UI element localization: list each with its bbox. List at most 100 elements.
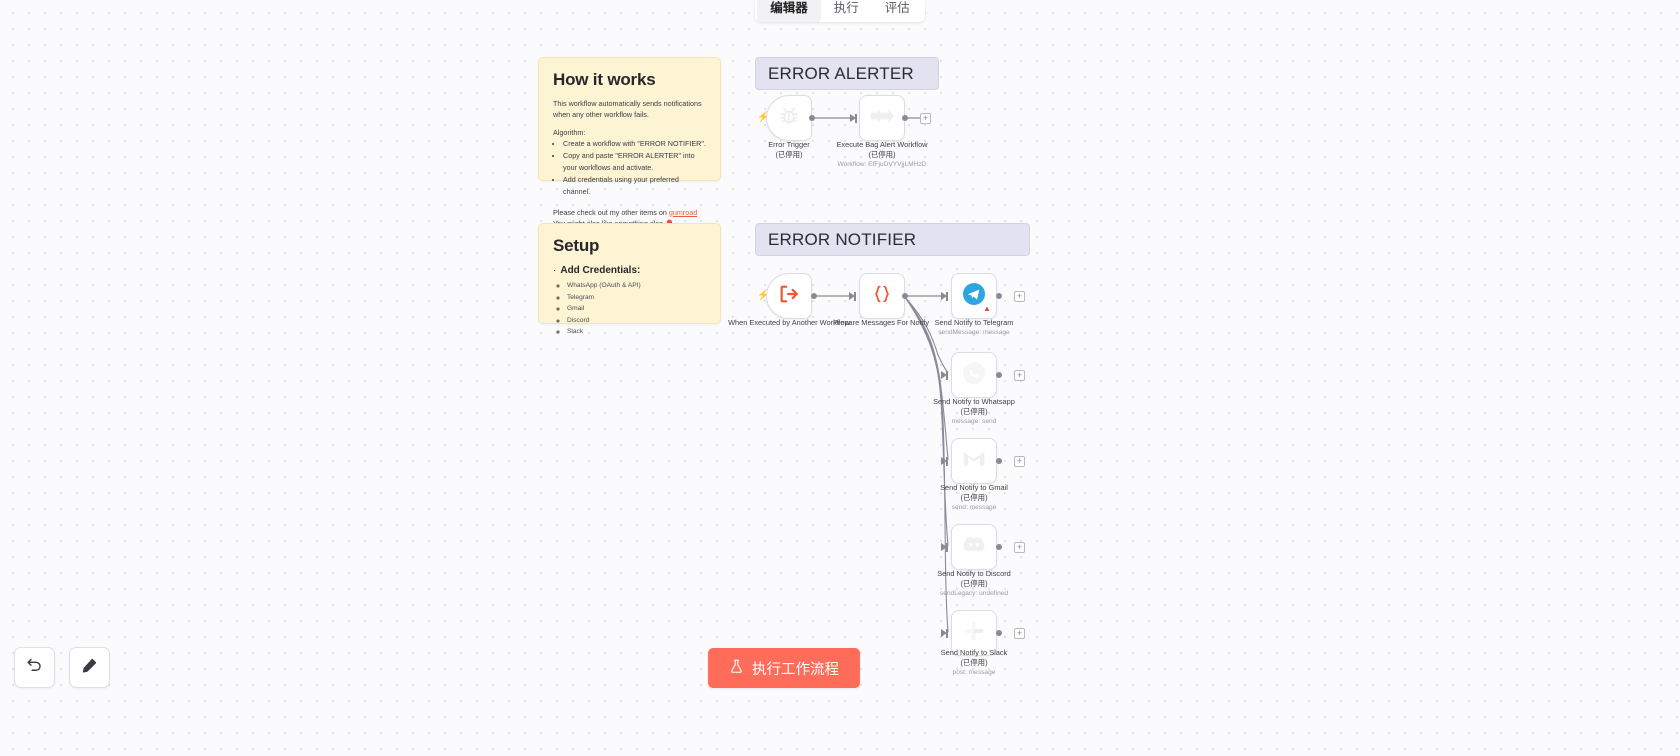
bullet-dot: · — [553, 265, 557, 276]
node-label-when-executed: When Executed by Another Workflow — [724, 318, 854, 328]
list-item: Create a workflow with "ERROR NOTIFIER". — [563, 138, 706, 150]
top-tab-bar: 编辑器 执行 评估 — [0, 0, 1680, 22]
input-bar — [855, 114, 857, 123]
node-label-error-trigger: Error Trigger (已停用) — [724, 140, 854, 160]
node-meta: sendLegacy: undefined — [939, 589, 1009, 597]
execute-in-icon — [778, 283, 800, 310]
section-title: ERROR ALERTER — [768, 63, 914, 83]
input-bar — [946, 292, 948, 301]
tab-group: 编辑器 执行 评估 — [755, 0, 925, 22]
list-item: Gmail — [567, 303, 706, 315]
node-meta: post: message — [952, 668, 996, 676]
list-item: Discord — [567, 315, 706, 327]
add-credentials-heading: Add Credentials: — [560, 265, 641, 276]
tab-editor[interactable]: 编辑器 — [757, 0, 821, 22]
algorithm-steps: Create a workflow with "ERROR NOTIFIER".… — [563, 138, 706, 197]
flask-icon — [729, 659, 744, 678]
output-port[interactable] — [996, 372, 1002, 378]
node-title: Send Notify to Telegram — [934, 318, 1014, 327]
note-setup[interactable]: Setup · Add Credentials: WhatsApp (OAuth… — [538, 223, 721, 335]
input-arrow — [941, 543, 947, 551]
node-meta: send: message — [951, 503, 997, 511]
input-arrow — [941, 629, 947, 637]
tidy-up-button[interactable] — [69, 647, 110, 688]
note-intro: This workflow automatically sends notifi… — [553, 99, 702, 119]
execute-workflow-icon — [870, 106, 894, 131]
tab-evaluations[interactable]: 评估 — [884, 1, 910, 15]
node-execute-bag-alert-workflow[interactable] — [859, 95, 905, 141]
gumroad-link[interactable]: gumroad — [668, 207, 698, 217]
undo-button[interactable] — [14, 647, 55, 688]
algorithm-label: Algorithm: — [553, 127, 586, 137]
output-port[interactable] — [996, 293, 1002, 299]
note-how-it-works[interactable]: How it works This workflow automatically… — [538, 57, 721, 228]
node-send-notify-to-gmail[interactable] — [951, 438, 997, 484]
output-port[interactable] — [996, 544, 1002, 550]
node-state: (已停用) — [960, 406, 988, 416]
node-error-trigger[interactable] — [766, 95, 812, 141]
node-title: Execute Bag Alert Workflow — [836, 140, 928, 149]
node-title: Send Notify to Gmail — [940, 483, 1008, 492]
execute-workflow-button[interactable]: 执行工作流程 — [708, 648, 860, 688]
input-bar — [946, 457, 948, 466]
whatsapp-icon — [962, 361, 986, 390]
add-node-button[interactable]: + — [1014, 628, 1025, 639]
output-port[interactable] — [809, 115, 815, 121]
section-header-error-alerter[interactable]: ERROR ALERTER — [755, 57, 939, 90]
warning-icon: ▲ — [983, 304, 991, 313]
node-title: When Executed by Another Workflow — [728, 318, 850, 327]
output-port[interactable] — [811, 293, 817, 299]
node-title: Send Notify to Discord — [937, 569, 1011, 578]
add-node-button[interactable]: + — [1014, 456, 1025, 467]
node-label-execute-bag-alert-workflow: Execute Bag Alert Workflow (已停用) Workflo… — [817, 140, 947, 170]
node-meta: sendMessage: message — [938, 328, 1010, 336]
add-node-button[interactable]: + — [1014, 291, 1025, 302]
telegram-icon — [962, 282, 986, 311]
list-item: Add credentials using your preferred cha… — [563, 174, 706, 198]
input-arrow — [941, 371, 947, 379]
node-state: (已停用) — [960, 578, 988, 588]
trigger-bolt-icon: ⚡ — [757, 112, 770, 123]
input-arrow — [850, 114, 856, 122]
note-title-how-it-works: How it works — [553, 70, 656, 89]
list-item: Copy and paste "ERROR ALERTER" into your… — [563, 150, 706, 174]
node-send-notify-to-whatsapp[interactable] — [951, 352, 997, 398]
output-port[interactable] — [996, 630, 1002, 636]
section-header-error-notifier[interactable]: ERROR NOTIFIER — [755, 223, 1030, 256]
node-meta: message: send — [951, 417, 997, 425]
output-port[interactable] — [996, 458, 1002, 464]
tidy-up-icon — [80, 656, 99, 680]
node-label-prepare-messages: Prepare Messages For Notify — [816, 318, 946, 328]
add-node-button[interactable]: + — [1014, 542, 1025, 553]
node-label-send-gmail: Send Notify to Gmail (已停用) send: message — [909, 483, 1039, 513]
node-label-send-whatsapp: Send Notify to Whatsapp (已停用) message: s… — [909, 397, 1039, 427]
input-bar — [946, 543, 948, 552]
add-node-button[interactable]: + — [1014, 370, 1025, 381]
list-item: WhatsApp (OAuth & API) — [567, 280, 706, 292]
input-arrow — [941, 292, 947, 300]
node-state: (已停用) — [960, 657, 988, 667]
input-bar — [946, 629, 948, 638]
add-node-button[interactable]: + — [920, 113, 931, 124]
node-prepare-messages-for-notify[interactable] — [859, 273, 905, 319]
setup-heading-row: · Add Credentials: — [553, 265, 706, 276]
list-item: Telegram — [567, 292, 706, 304]
node-label-send-telegram: Send Notify to Telegram sendMessage: mes… — [909, 318, 1039, 338]
output-port[interactable] — [902, 293, 908, 299]
node-send-notify-to-discord[interactable] — [951, 524, 997, 570]
node-state: (已停用) — [775, 149, 803, 159]
node-send-notify-to-slack[interactable] — [951, 610, 997, 656]
node-title: Error Trigger — [768, 140, 810, 149]
note-title-setup: Setup — [553, 236, 600, 255]
output-port[interactable] — [902, 115, 908, 121]
node-state: (已停用) — [960, 492, 988, 502]
input-bar — [946, 371, 948, 380]
node-title: Send Notify to Whatsapp — [933, 397, 1015, 406]
code-braces-icon — [871, 283, 893, 310]
spacer — [553, 121, 706, 128]
tab-executions[interactable]: 执行 — [833, 1, 859, 15]
node-when-executed-by-another-workflow[interactable] — [766, 273, 812, 319]
